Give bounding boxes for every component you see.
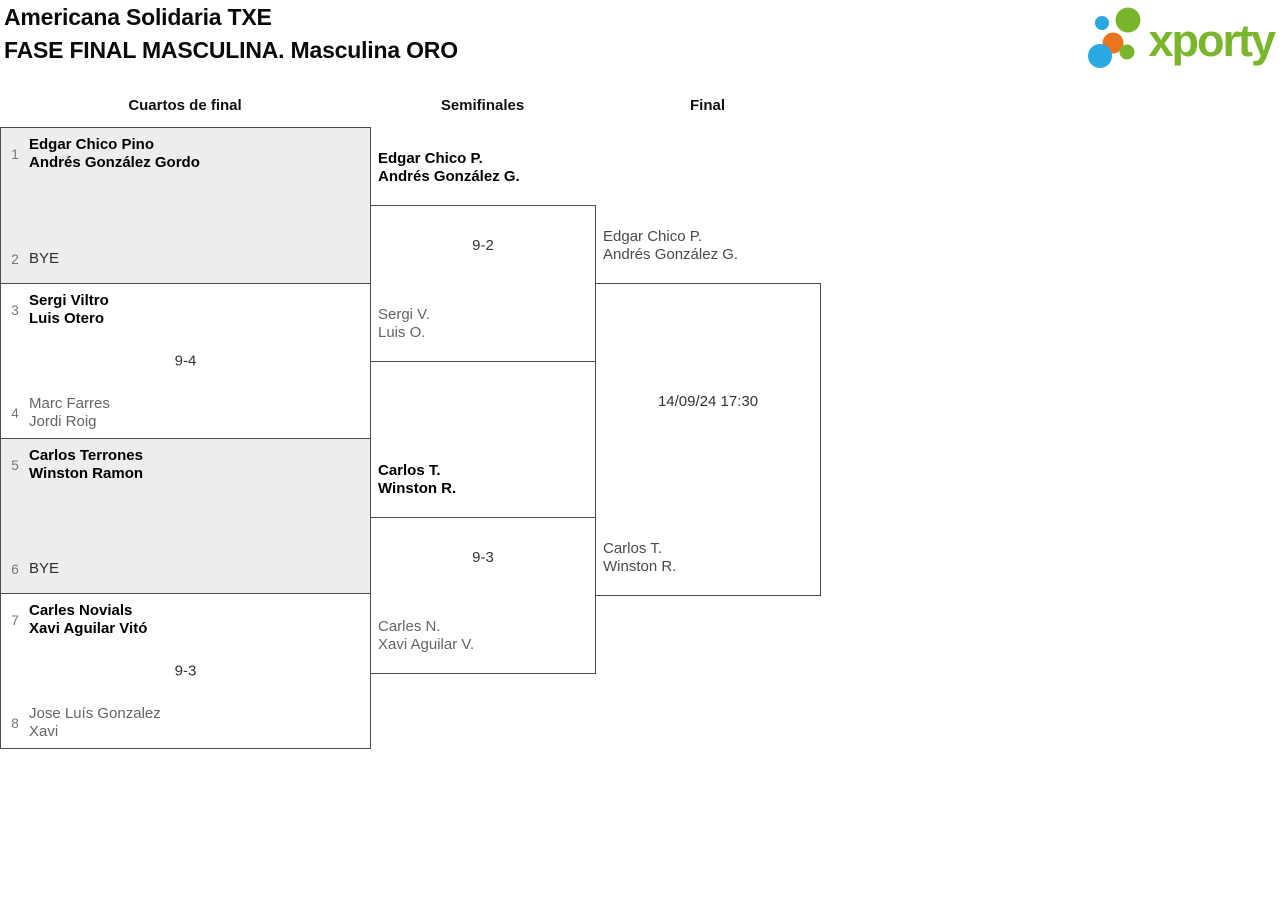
- seed-number: 6: [11, 561, 19, 577]
- seed-number: 3: [11, 302, 19, 318]
- team-names: Edgar Chico Pino Andrés González Gordo: [29, 136, 200, 172]
- seed-number: 8: [11, 715, 19, 731]
- match-score: 9-3: [174, 662, 197, 680]
- team-slot-bottom: 4 Marc Farres Jordi Roig: [1, 395, 370, 431]
- player-name: Sergi V.: [378, 306, 430, 323]
- match-card-sf2: Carlos T. Winston R. 9-3 Carles N. Xavi …: [370, 462, 596, 674]
- player-name: Xavi: [29, 723, 59, 740]
- player-name: Andrés González G.: [378, 168, 520, 185]
- player-name: BYE: [29, 250, 60, 267]
- player-name: Xavi Aguilar V.: [378, 636, 475, 653]
- player-name: Jose Luís Gonzalez: [29, 705, 161, 722]
- round-header-semifinals: Semifinales: [440, 97, 525, 114]
- team-slot-bottom: Carles N. Xavi Aguilar V.: [378, 618, 474, 654]
- team-slot-top: 5 Carlos Terrones Winston Ramon: [1, 447, 370, 483]
- match-card-qf1: 1 Edgar Chico Pino Andrés González Gordo…: [0, 127, 371, 284]
- seed-number: 2: [11, 251, 19, 267]
- seed-number: 1: [11, 146, 19, 162]
- seed-number: 7: [11, 612, 19, 628]
- logo-wordmark: xporty: [1148, 15, 1276, 66]
- player-name: Winston R.: [378, 480, 457, 497]
- team-slot-bottom: Sergi V. Luis O.: [378, 306, 430, 342]
- player-name: Carlos T.: [378, 462, 441, 479]
- round-header-quarterfinals: Cuartos de final: [128, 97, 242, 114]
- player-name: Luis Otero: [29, 310, 105, 327]
- player-name: Carles N.: [378, 618, 441, 635]
- team-slot-top: 7 Carles Novials Xavi Aguilar Vitó: [1, 602, 370, 638]
- match-card-sf1: Edgar Chico P. Andrés González G. 9-2 Se…: [370, 150, 596, 362]
- player-name: Xavi Aguilar Vitó: [29, 620, 148, 637]
- team-names: BYE: [29, 250, 59, 268]
- team-names: Marc Farres Jordi Roig: [29, 395, 110, 431]
- match-card-final: Edgar Chico P. Andrés González G. 14/09/…: [595, 228, 821, 596]
- match-score: 9-4: [174, 352, 197, 370]
- team-slot-bottom: 6 BYE: [1, 560, 370, 578]
- page-title: Americana Solidaria TXE FASE FINAL MASCU…: [4, 1, 458, 67]
- team-slot-top: 1 Edgar Chico Pino Andrés González Gordo: [1, 136, 370, 172]
- match-card-qf2: 3 Sergi Viltro Luis Otero 9-4 4 Marc Far…: [0, 283, 371, 439]
- player-name: Jordi Roig: [29, 413, 97, 430]
- team-slot-bottom: 2 BYE: [1, 250, 370, 268]
- match-score: 9-3: [472, 549, 494, 566]
- match-datetime: 14/09/24 17:30: [657, 393, 759, 410]
- logo-dots-icon: [1088, 7, 1141, 68]
- player-name: Edgar Chico P.: [378, 150, 483, 167]
- player-name: Luis O.: [378, 324, 426, 341]
- player-name: Winston R.: [603, 558, 677, 575]
- player-name: Carles Novials: [29, 602, 133, 619]
- team-slot-bottom: Carlos T. Winston R.: [603, 540, 676, 576]
- team-slot-top: Carlos T. Winston R.: [378, 462, 456, 498]
- team-names: Jose Luís Gonzalez Xavi: [29, 705, 161, 741]
- player-name: Winston Ramon: [29, 465, 144, 482]
- phase-name: FASE FINAL MASCULINA. Masculina ORO: [4, 37, 458, 63]
- team-slot-top: Edgar Chico P. Andrés González G.: [603, 228, 738, 264]
- team-slot-top: 3 Sergi Viltro Luis Otero: [1, 292, 370, 328]
- match-card-qf4: 7 Carles Novials Xavi Aguilar Vitó 9-3 8…: [0, 593, 371, 749]
- player-name: Sergi Viltro: [29, 292, 109, 309]
- round-header-final: Final: [689, 97, 725, 114]
- player-name: Andrés González G.: [603, 246, 739, 263]
- seed-number: 5: [11, 457, 19, 473]
- player-name: Andrés González Gordo: [29, 154, 200, 171]
- player-name: Edgar Chico P.: [603, 228, 702, 245]
- team-names: Carlos Terrones Winston Ramon: [29, 447, 143, 483]
- player-name: BYE: [29, 560, 60, 577]
- team-slot-bottom: 8 Jose Luís Gonzalez Xavi: [1, 705, 370, 741]
- match-score: 9-2: [472, 237, 494, 254]
- match-card-qf3: 5 Carlos Terrones Winston Ramon 6 BYE: [0, 438, 371, 594]
- team-names: Sergi Viltro Luis Otero: [29, 292, 109, 328]
- seed-number: 4: [11, 405, 19, 421]
- player-name: Carlos T.: [603, 540, 662, 557]
- player-name: Marc Farres: [29, 395, 110, 412]
- team-names: BYE: [29, 560, 59, 578]
- team-names: Carles Novials Xavi Aguilar Vitó: [29, 602, 147, 638]
- team-slot-top: Edgar Chico P. Andrés González G.: [378, 150, 520, 186]
- xporty-logo[interactable]: xporty: [1082, 7, 1276, 73]
- tournament-name: Americana Solidaria TXE: [4, 4, 272, 30]
- player-name: Edgar Chico Pino: [29, 136, 155, 153]
- player-name: Carlos Terrones: [29, 447, 143, 464]
